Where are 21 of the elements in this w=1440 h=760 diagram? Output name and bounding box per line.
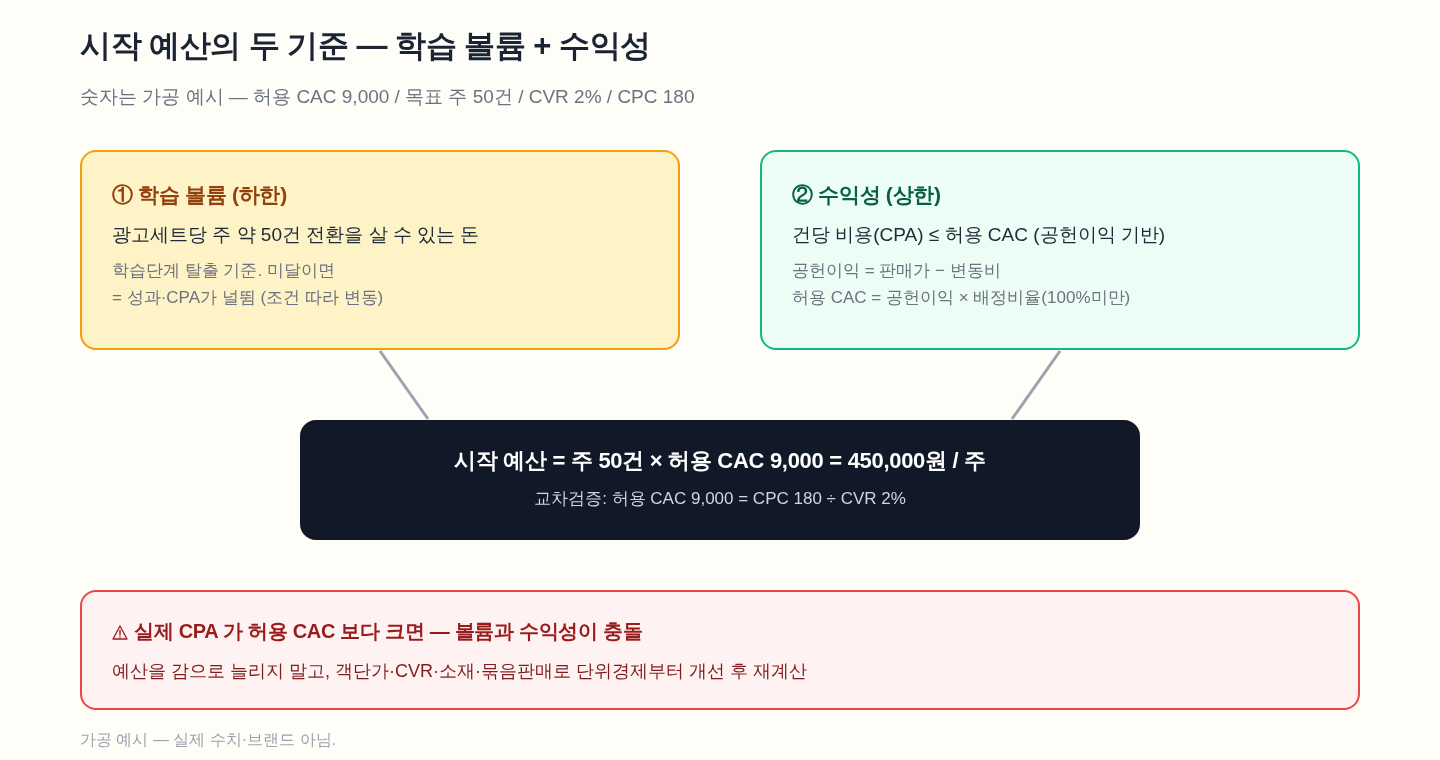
formula-box: [300, 420, 1140, 540]
card-note: 허용 CAC = 공헌이익 × 배정비율(100%미만): [792, 287, 1131, 309]
card-text: 건당 비용(CPA) ≤ 허용 CAC (공헌이익 기반): [792, 223, 1166, 247]
card-heading: 실제 CPA 가 허용 CAC 보다 크면 — 볼륨과 수익성이 충돌: [134, 619, 643, 644]
connector-line: [1010, 350, 1062, 420]
card-note: 교차검증: 허용 CAC 9,000 = CPC 180 ÷ CVR 2%: [534, 488, 906, 510]
card-heading: 시작 예산 = 주 50건 × 허용 CAC 9,000 = 450,000원 / 주: [454, 447, 986, 475]
card-heading: ① 학습 볼륨 (하한): [112, 182, 287, 208]
card-note: 공헌이익 = 판매가 − 변동비: [792, 260, 1001, 282]
card-text: 광고세트당 주 약 50건 전환을 살 수 있는 돈: [112, 223, 480, 247]
warning-box: [80, 590, 1360, 710]
title: 시작 예산의 두 기준 — 학습 볼륨 + 수익성: [80, 27, 651, 65]
card-heading: ② 수익성 (상한): [792, 182, 941, 208]
card-text: 예산을 감으로 늘리지 말고, 객단가·CVR·소재·묶음판매로 단위경제부터 개선 후 재계산: [112, 660, 807, 683]
card-note: = 성과·CPA가 널뜀 (조건 따라 변동): [112, 287, 384, 309]
subtitle: 숫자는 가공 예시 — 허용 CAC 9,000 / 목표 주 50건 / CVR 2% / CPC 180: [80, 85, 695, 109]
criterion-card: [760, 150, 1360, 350]
footnote: 가공 예시 — 실제 수치·브랜드 아님.: [80, 730, 336, 750]
card-note: 학습단계 탈출 기준. 미달이면: [112, 260, 335, 282]
criterion-card: [80, 150, 680, 350]
connector-line: [378, 350, 430, 420]
